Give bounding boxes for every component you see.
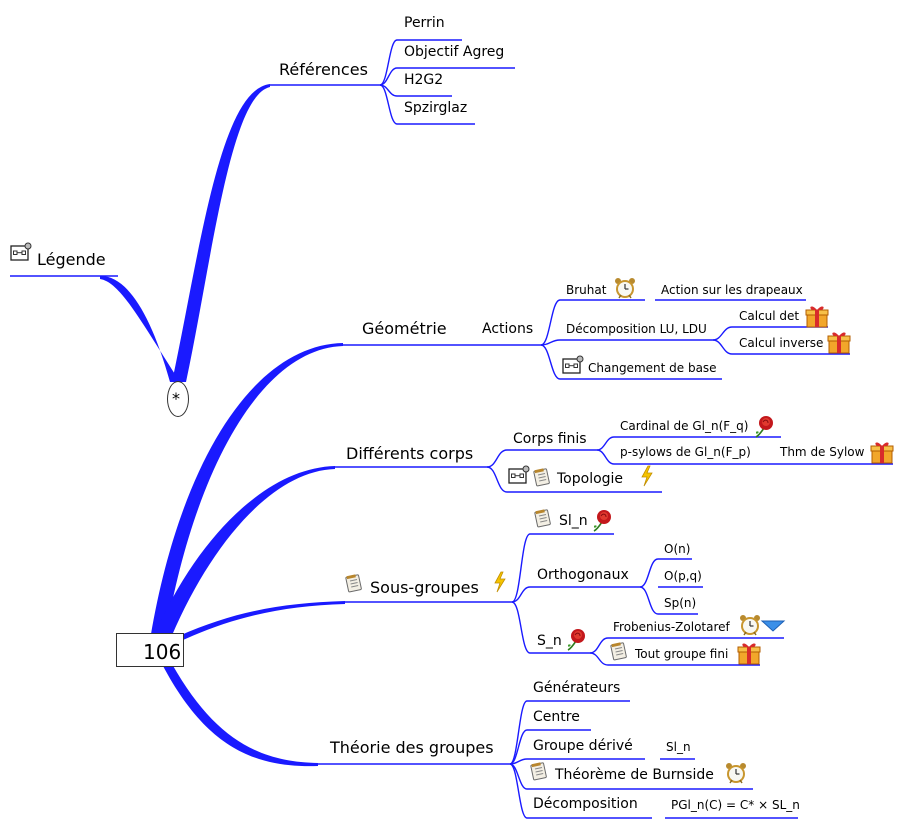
sl-n-notepad-icon <box>534 508 552 528</box>
calcul-inverse-gift-icon <box>827 332 851 354</box>
bruhat-node[interactable]: Bruhat <box>566 283 607 297</box>
burnside-notepad-icon <box>530 761 548 781</box>
calcul-det-node[interactable]: Calcul det <box>739 309 800 323</box>
frobenius-alarm-clock-icon <box>739 614 761 636</box>
root-node[interactable] <box>116 633 184 667</box>
sl-n-rose-icon <box>593 509 612 532</box>
topologie-lightning-icon <box>641 465 653 487</box>
actions-node[interactable]: Actions <box>482 321 534 337</box>
centre-node[interactable]: Centre <box>533 709 580 725</box>
calcul-inverse-node[interactable]: Calcul inverse <box>739 336 824 350</box>
reference-item[interactable]: Perrin <box>404 15 445 31</box>
topologie-notepad-icon <box>533 467 551 487</box>
sl-n-node[interactable]: Sl_n <box>559 513 588 529</box>
legend-root-node[interactable] <box>167 381 189 417</box>
calcul-det-gift-icon <box>805 306 829 328</box>
orthogonal-item[interactable]: O(n) <box>664 542 691 556</box>
psylows-node[interactable]: p-sylows de Gl_n(F_p) <box>620 445 751 459</box>
legend-diagram-icon <box>10 242 32 261</box>
burnside-alarm-clock-icon <box>725 762 747 784</box>
corps-finis-node[interactable]: Corps finis <box>513 431 587 447</box>
orthogonal-item[interactable]: Sp(n) <box>664 596 697 610</box>
frobenius-node[interactable]: Frobenius-Zolotaref <box>613 620 730 634</box>
sous-groupes-node[interactable]: Sous-groupes <box>370 578 479 597</box>
groupe-derive-node[interactable]: Groupe dérivé <box>533 738 633 754</box>
tout-groupe-node[interactable]: Tout groupe fini <box>635 647 729 661</box>
tout-groupe-notepad-icon <box>610 641 628 661</box>
root-label: 106 <box>143 640 182 664</box>
topologie-diagram-icon <box>508 465 530 484</box>
decomposition-node[interactable]: Décomposition <box>533 796 638 812</box>
groupe-derive-sl-n-node[interactable]: Sl_n <box>666 740 691 754</box>
sous-groupes-notepad-icon <box>345 573 363 593</box>
changement-base-node[interactable]: Changement de base <box>588 361 717 375</box>
tout-groupe-gift-icon <box>737 643 761 665</box>
differents-corps-node[interactable]: Différents corps <box>346 444 474 463</box>
pgl-node[interactable]: PGl_n(C) = C* × SL_n <box>671 798 800 812</box>
orthogonal-item[interactable]: O(p,q) <box>664 569 702 583</box>
legend-root-label: * <box>172 389 180 408</box>
changement-diagram-icon <box>562 355 584 374</box>
decomposition-lu-node[interactable]: Décomposition LU, LDU <box>566 322 707 336</box>
bruhat-alarm-clock-icon <box>614 277 636 299</box>
legend-node[interactable]: Légende <box>37 250 106 269</box>
thm-sylow-node[interactable]: Thm de Sylow <box>780 445 865 459</box>
cardinal-node[interactable]: Cardinal de Gl_n(F_q) <box>620 419 749 433</box>
sous-groupes-lightning-icon <box>494 571 506 593</box>
reference-item[interactable]: Spzirglaz <box>404 100 468 116</box>
theorie-groupes-node[interactable]: Théorie des groupes <box>330 738 494 757</box>
references-node[interactable]: Références <box>279 60 368 79</box>
cardinal-rose-icon <box>755 415 774 438</box>
s-n-rose-icon <box>567 628 586 651</box>
generateurs-node[interactable]: Générateurs <box>533 680 621 696</box>
burnside-node[interactable]: Théorème de Burnside <box>555 767 714 783</box>
reference-item[interactable]: H2G2 <box>404 72 444 88</box>
orthogonaux-node[interactable]: Orthogonaux <box>537 567 629 583</box>
frobenius-triangle-down-icon <box>761 620 785 632</box>
sylow-gift-icon <box>870 442 894 464</box>
reference-item[interactable]: Objectif Agreg <box>404 44 505 60</box>
s-n-node[interactable]: S_n <box>537 633 562 649</box>
drapeaux-node[interactable]: Action sur les drapeaux <box>661 283 803 297</box>
geometrie-node[interactable]: Géométrie <box>362 319 447 338</box>
topologie-node[interactable]: Topologie <box>557 471 624 487</box>
